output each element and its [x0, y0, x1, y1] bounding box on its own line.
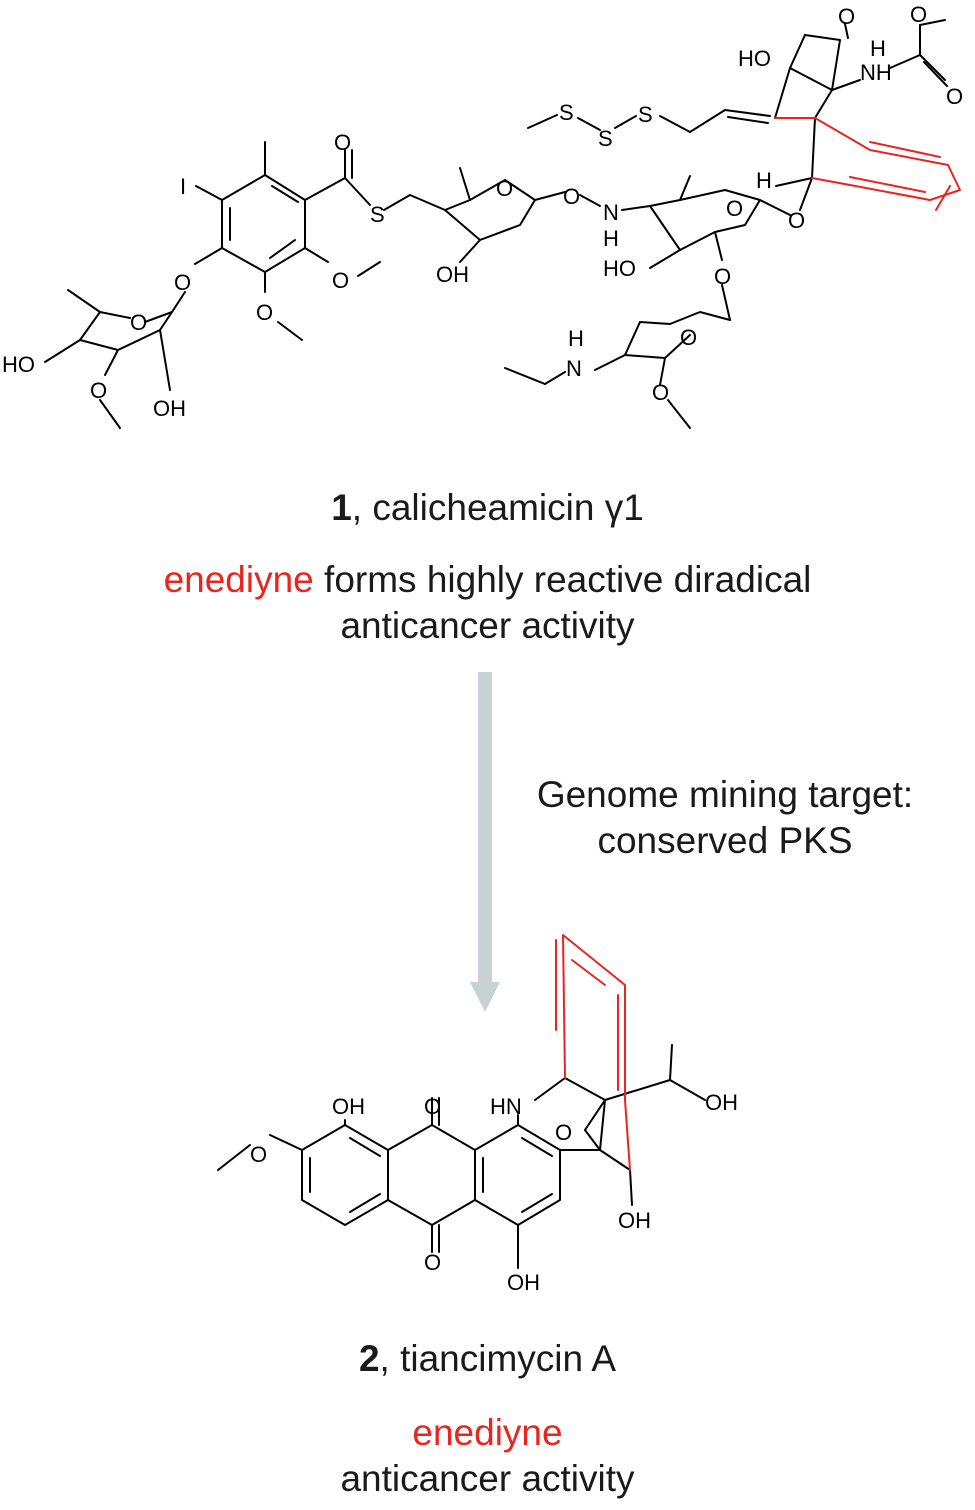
arrow-label: Genome mining target: conserved PKS [490, 772, 960, 864]
atom-o-sugar-c-link: O [714, 264, 731, 289]
atom-h-core: H [756, 168, 772, 193]
atom-oh-bottom: OH [507, 1270, 540, 1295]
atom-o-carbamate-carbonyl: O [946, 84, 963, 109]
compound2-highlight: enediyne [412, 1412, 563, 1453]
calicheamicin-structure: I O S O O O O HO O OH O OH O N H O HO O … [2, 2, 963, 429]
atom-o-methoxy: O [250, 1142, 267, 1167]
compound1-desc-rest: forms highly reactive diradical [324, 559, 812, 600]
atom-s3: S [638, 102, 653, 127]
atom-hn: HN [490, 1094, 522, 1119]
atom-o-carbonyl-thioester: O [334, 130, 351, 155]
atom-ho-sugar-a: HO [2, 352, 35, 377]
atom-oh-side: OH [705, 1090, 738, 1115]
arrow-shaft [478, 672, 492, 982]
atom-s-thioester: S [370, 202, 385, 227]
compound1-title: 1, calicheamicin γ1 [331, 487, 644, 528]
atom-o-methoxy-1: O [332, 268, 349, 293]
atom-oh-peri: OH [332, 1094, 365, 1119]
compound2-title: 2, tiancimycin A [358, 1338, 617, 1379]
tiancimycin-structure: OH O HN O O OH OH O OH [217, 934, 738, 1295]
atom-o-quinone-bottom: O [424, 1250, 441, 1275]
atom-n-amine-d: N [566, 356, 582, 381]
aryl-ring [171, 141, 411, 341]
compound2-number: 2 [358, 1338, 380, 1379]
arrow-label-line2: conserved PKS [597, 820, 853, 861]
atom-o-sugar-a-ring: O [130, 310, 147, 335]
atom-o-glycosidic: O [563, 184, 580, 209]
atom-o-core-link: O [788, 208, 805, 233]
compound2-description: enediyne anticancer activity [0, 1410, 975, 1502]
atom-s2: S [598, 126, 613, 151]
compound1-description: enediyne forms highly reactive diradical… [0, 557, 975, 649]
atom-ho-sugar-c: HO [603, 256, 636, 281]
reaction-arrow [470, 672, 500, 1012]
atom-o-carbamate-ester: O [910, 2, 927, 27]
atom-o-aryl-ether: O [174, 270, 191, 295]
atom-o-sugar-d-ring: O [680, 325, 697, 350]
atom-o-ketone: O [838, 4, 855, 29]
atom-iodine: I [180, 174, 186, 199]
compound1-activity: anticancer activity [340, 605, 635, 646]
atom-o-sugar-a-methoxy: O [90, 378, 107, 403]
trisulfide-chain [527, 109, 771, 133]
atom-o-sugar-c-ring: O [726, 196, 743, 221]
sugar-d [504, 311, 731, 429]
atom-s1: S [559, 100, 574, 125]
compound1-highlight: enediyne [163, 559, 314, 600]
atom-o-quinone-top: O [424, 1094, 441, 1119]
arrow-label-line1: Genome mining target: [536, 774, 914, 815]
atom-h-hydroxylamine: H [603, 226, 619, 251]
compound1-name: calicheamicin γ1 [372, 487, 644, 528]
arrow-head [470, 982, 500, 1012]
atom-n-hydroxylamine: N [603, 200, 619, 225]
atom-o-epoxide: O [555, 1120, 572, 1145]
compound2-name: tiancimycin A [400, 1338, 617, 1379]
compound1-number: 1 [331, 487, 352, 528]
atom-o-sugar-b-ring: O [496, 176, 513, 201]
sugar-c [621, 175, 791, 321]
atom-h-carbamate: H [870, 36, 886, 61]
sugar-a [44, 289, 173, 429]
atom-n-carbamate: NH [860, 60, 892, 85]
compound2-activity: anticancer activity [340, 1458, 635, 1499]
atom-o-methoxy-2: O [256, 300, 273, 325]
enediyne-core-1 [774, 19, 961, 211]
atom-oh-sugar-a: OH [153, 396, 186, 421]
atom-h-amine-d: H [568, 326, 584, 351]
sugar-b [409, 167, 601, 263]
atom-o-sugar-d-methoxy: O [652, 380, 669, 405]
atom-ho-core: HO [738, 46, 771, 71]
atom-oh-bicycle: OH [618, 1208, 651, 1233]
atom-oh-sugar-b: OH [436, 262, 469, 287]
